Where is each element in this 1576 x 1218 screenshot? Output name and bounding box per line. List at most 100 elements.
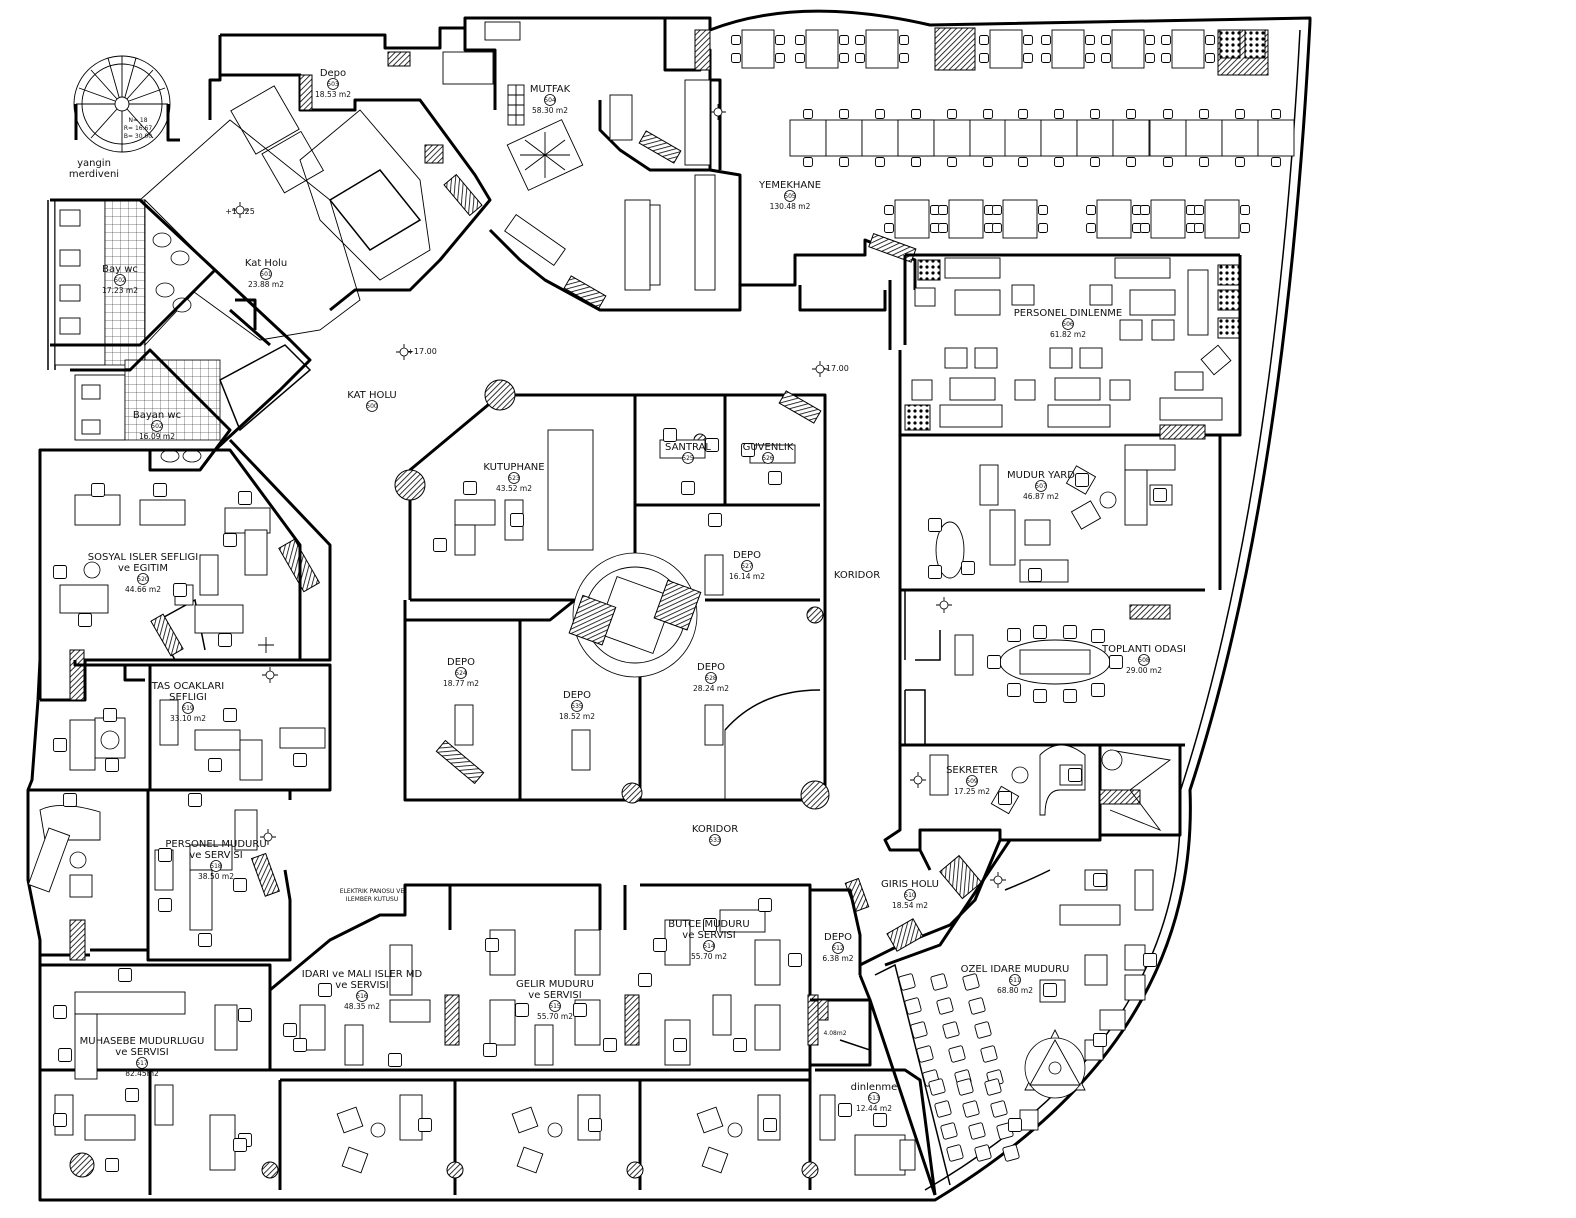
chair <box>795 35 805 45</box>
chair <box>1194 205 1204 215</box>
chair <box>1235 157 1245 167</box>
room-area: 16.09 m2 <box>139 432 175 441</box>
room-number: 533 <box>709 837 721 844</box>
seat <box>942 1021 960 1039</box>
seat <box>990 1100 1008 1118</box>
chair <box>188 793 202 807</box>
fire-stair-label-1: yangin <box>77 158 111 169</box>
room-name: DEPO <box>447 657 475 668</box>
dining-table <box>825 119 863 157</box>
seat <box>956 1078 974 1096</box>
dining-table <box>948 199 984 239</box>
chair <box>218 633 232 647</box>
dining-table <box>1150 199 1186 239</box>
chair <box>899 53 909 63</box>
room-number-circle <box>114 274 126 286</box>
chair <box>803 157 813 167</box>
chair <box>653 938 667 952</box>
chair <box>515 1003 529 1017</box>
room-number-circle <box>549 1000 561 1012</box>
chair <box>838 1103 852 1117</box>
chair <box>703 918 717 932</box>
chair <box>433 538 447 552</box>
room-area: 130.48 m2 <box>770 202 811 211</box>
room-number: 518 <box>210 863 222 870</box>
chair <box>1063 625 1077 639</box>
room-name: KORIDOR <box>834 570 880 581</box>
chair <box>1240 223 1250 233</box>
dining-table <box>1004 119 1042 157</box>
dining-table <box>1171 29 1205 69</box>
chair <box>884 205 894 215</box>
room-number-circle <box>1009 974 1021 986</box>
room-name: SANTRAL <box>665 442 711 453</box>
chair <box>775 35 785 45</box>
chair <box>53 1005 67 1019</box>
elevation-2: +17.00 <box>407 347 437 356</box>
chair <box>463 481 477 495</box>
dining-table <box>1040 119 1078 157</box>
chair <box>1068 768 1082 782</box>
chair <box>1163 109 1173 119</box>
room-number: 508 <box>1138 657 1150 664</box>
dining-table <box>1221 119 1259 157</box>
chair <box>1054 109 1064 119</box>
room-number: 511 <box>1009 977 1021 984</box>
room-number: 517 <box>136 1060 148 1067</box>
room-number-circle <box>1062 318 1074 330</box>
chair <box>293 753 307 767</box>
chair <box>483 1043 497 1057</box>
chair <box>1086 205 1096 215</box>
room-area: 18.77 m2 <box>443 679 479 688</box>
room-area: 33.10 m2 <box>170 714 206 723</box>
room-name: PERSONEL MUDURU <box>165 839 266 850</box>
room-area: 23.88 m2 <box>248 280 284 289</box>
chair <box>705 438 719 452</box>
entrance <box>844 839 1051 975</box>
chair <box>1163 157 1173 167</box>
chair <box>1041 53 1051 63</box>
room-area: 16.14 m2 <box>729 572 765 581</box>
chair <box>708 513 722 527</box>
outer-walls <box>26 9 1312 1202</box>
chair <box>223 533 237 547</box>
chair <box>293 1038 307 1052</box>
room-number-circle <box>741 560 753 572</box>
chair <box>938 205 948 215</box>
chair <box>1018 157 1028 167</box>
chair <box>573 1003 587 1017</box>
room-name: SEKRETER <box>946 765 998 776</box>
chair <box>663 428 677 442</box>
dining-table <box>1149 119 1187 157</box>
room-number: 519 <box>182 705 194 712</box>
dining-table <box>805 29 839 69</box>
room-number-circle <box>1138 654 1150 666</box>
room-number: 535 <box>571 703 583 710</box>
chair <box>1043 983 1057 997</box>
room-name: PERSONEL DINLENME <box>1014 308 1123 319</box>
room-area: 48.35 m2 <box>344 1002 380 1011</box>
chair <box>418 1118 432 1132</box>
room-number-circle <box>136 1057 148 1069</box>
chair <box>1063 689 1077 703</box>
dining-table <box>865 29 899 69</box>
room-area: 29.00 m2 <box>1126 666 1162 675</box>
dining-table <box>861 119 899 157</box>
chair <box>53 1113 67 1127</box>
seat <box>934 1100 952 1118</box>
panel-note-1: ELEKTRIK PANOSU VE <box>340 888 405 895</box>
chair <box>1199 157 1209 167</box>
room-name: dinlenme <box>851 1082 898 1093</box>
chair <box>1007 628 1021 642</box>
chair <box>884 223 894 233</box>
